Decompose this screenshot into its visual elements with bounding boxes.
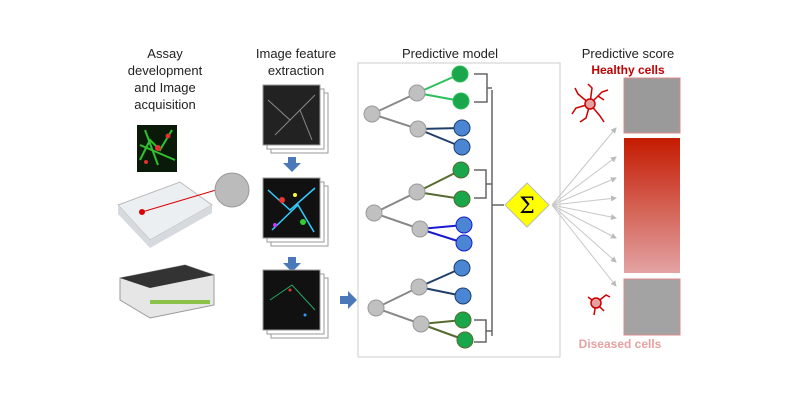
- tree-internal-node: [408, 84, 426, 102]
- score-arrow: [551, 204, 617, 263]
- image-stack-features: [262, 269, 329, 339]
- score-gradient-bar: [624, 138, 680, 273]
- tree-leaf-healthy: [456, 331, 474, 349]
- tree-internal-node: [409, 120, 427, 138]
- well-plate-image: [117, 172, 250, 248]
- model-title: Predictive model: [402, 46, 498, 61]
- tree-internal-node: [411, 220, 429, 238]
- healthy-cells-image: [623, 77, 681, 134]
- score-arrow: [551, 177, 617, 206]
- tree-leaf-healthy: [453, 190, 471, 208]
- diseased-neuron-icon: [587, 294, 611, 316]
- tree-internal-node: [408, 183, 426, 201]
- tree-leaf-diseased: [453, 119, 471, 137]
- feature-title-line: Image feature: [256, 46, 336, 61]
- tree-leaf-diseased: [453, 138, 471, 156]
- diseased-label: Diseased cells: [579, 337, 662, 351]
- assay-title: Assay development and Image acquisition: [128, 46, 203, 112]
- tree-leaf-diseased: [454, 287, 472, 305]
- imaging-instrument: [119, 264, 215, 319]
- score-title: Predictive score: [582, 46, 674, 61]
- assay-title-line: and Image: [134, 80, 195, 95]
- tree-leaf-diseased: [455, 216, 473, 234]
- tree-internal-node: [410, 278, 428, 296]
- tree-root-node: [367, 299, 385, 317]
- tree-leaf-diseased: [453, 259, 471, 277]
- tree-internal-node: [412, 315, 430, 333]
- tree-leaf-healthy: [452, 92, 470, 110]
- score-arrow: [551, 127, 617, 206]
- aggregation-brackets: [474, 73, 504, 343]
- diseased-cells-image: [623, 278, 681, 336]
- healthy-neuron-icon: [571, 83, 609, 123]
- down-arrow-icon: [283, 257, 301, 272]
- random-forest: [363, 65, 474, 349]
- tree-leaf-healthy: [452, 161, 470, 179]
- image-stack-raw: [262, 84, 329, 154]
- feature-title: Image feature extraction: [256, 46, 336, 78]
- score-arrow: [551, 204, 617, 220]
- sum-symbol: Σ: [519, 194, 535, 219]
- down-arrow-icon: [283, 157, 301, 172]
- tree-leaf-healthy: [454, 311, 472, 329]
- score-arrow: [551, 195, 617, 206]
- score-arrow: [551, 204, 617, 239]
- right-arrow-icon: [340, 291, 357, 309]
- score-arrow: [551, 204, 617, 287]
- tree-leaf-diseased: [455, 234, 473, 252]
- tree-root-node: [363, 105, 381, 123]
- assay-title-line: acquisition: [134, 97, 195, 112]
- tree-root-node: [365, 204, 383, 222]
- score-arrows: [551, 127, 617, 287]
- fluorescence-image: [137, 125, 177, 172]
- tree-leaf-healthy: [451, 65, 469, 83]
- assay-title-line: development: [128, 63, 203, 78]
- healthy-label: Healthy cells: [591, 63, 665, 77]
- image-stack-segmented: [262, 177, 329, 247]
- score-arrow: [551, 156, 617, 206]
- sum-node: Σ: [504, 182, 550, 228]
- assay-title-line: Assay: [147, 46, 183, 61]
- feature-title-line: extraction: [268, 63, 324, 78]
